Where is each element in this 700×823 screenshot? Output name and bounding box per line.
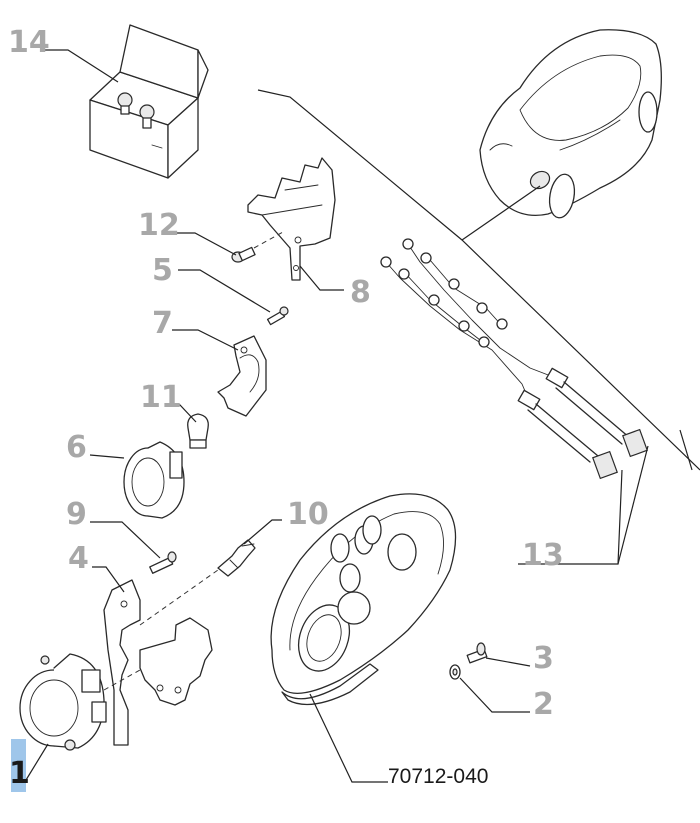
- screw-9[interactable]: [149, 551, 177, 574]
- light-unit-6[interactable]: [123, 441, 185, 519]
- bulb-kit-box[interactable]: [89, 24, 209, 179]
- callout-labels: 14 12 5 7 8 11 6 9 10 4 13 3 2 1 70712-0…: [8, 25, 564, 792]
- callout-5[interactable]: 5: [152, 253, 173, 288]
- callout-8[interactable]: 8: [350, 275, 371, 310]
- callout-10[interactable]: 10: [287, 497, 329, 532]
- bulb-11[interactable]: [187, 413, 209, 449]
- callout-12[interactable]: 12: [138, 208, 180, 243]
- callout-2[interactable]: 2: [533, 687, 554, 722]
- callout-1[interactable]: 1: [9, 756, 30, 791]
- callout-14[interactable]: 14: [8, 25, 50, 60]
- leader-lines: [25, 49, 649, 783]
- screw-5[interactable]: [266, 306, 289, 326]
- wiring-harness-13[interactable]: [380, 238, 648, 480]
- screw-3[interactable]: [466, 642, 488, 664]
- callout-13[interactable]: 13: [522, 538, 564, 573]
- callout-11[interactable]: 11: [140, 380, 182, 415]
- bracket-upper[interactable]: [247, 157, 336, 281]
- car-location-illustration: [461, 29, 662, 241]
- callout-9[interactable]: 9: [66, 497, 87, 532]
- mounting-bracket-4[interactable]: [103, 579, 213, 746]
- callout-3[interactable]: 3: [533, 641, 554, 676]
- screw-12[interactable]: [231, 231, 284, 263]
- section-divider-lines: [257, 89, 700, 471]
- callout-7[interactable]: 7: [152, 306, 173, 341]
- assembly-dash-lines: [103, 569, 219, 691]
- washer-2[interactable]: [449, 664, 461, 680]
- diagram-reference-code: 70712-040: [388, 765, 488, 788]
- gasket-bracket-7[interactable]: [217, 335, 267, 417]
- callout-4[interactable]: 4: [68, 541, 89, 576]
- callout-1-highlight: [11, 739, 26, 792]
- callout-6[interactable]: 6: [66, 430, 87, 465]
- headlight-housing[interactable]: [270, 493, 457, 706]
- bulb-10[interactable]: [217, 539, 256, 577]
- fog-lamp-assembly-1[interactable]: [19, 653, 107, 751]
